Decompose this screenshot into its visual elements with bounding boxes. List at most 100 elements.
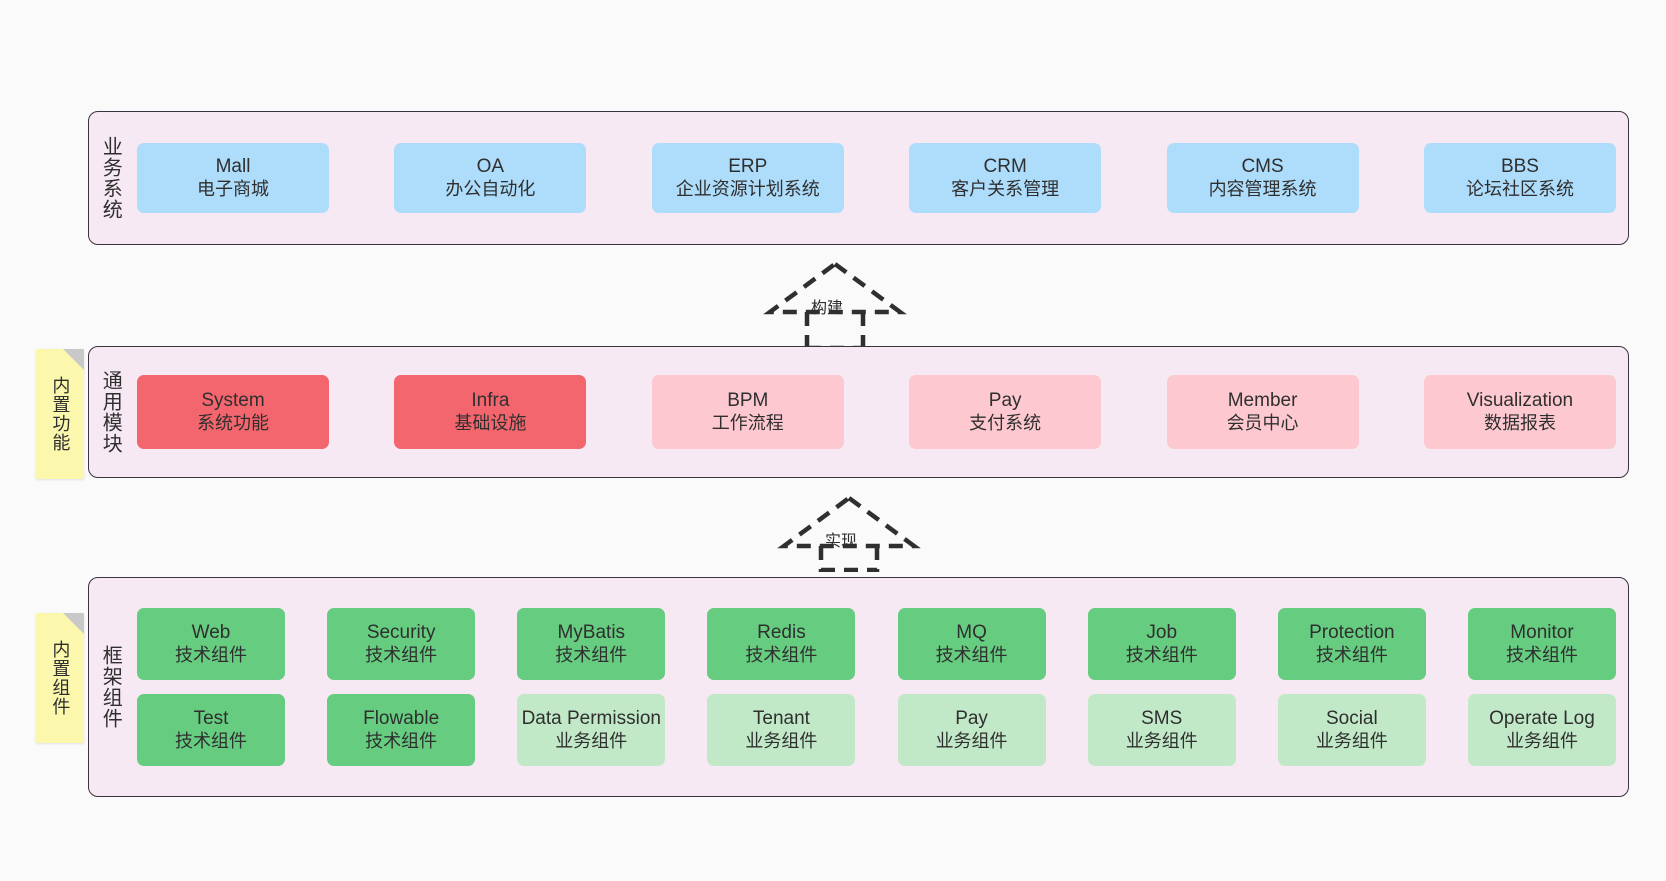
component-protection[interactable]: Protection 技术组件 xyxy=(1277,608,1426,680)
module-member[interactable]: Member 会员中心 xyxy=(1166,375,1359,449)
module-desc: 工作流程 xyxy=(711,412,784,433)
module-cms[interactable]: CMS 内容管理系统 xyxy=(1166,143,1359,213)
component-redis[interactable]: Redis 技术组件 xyxy=(707,608,856,680)
module-row: Mall 电子商城 OA 办公自动化 ERP 企业资源计划系统 CRM 客户关系… xyxy=(137,143,1616,213)
component-flowable[interactable]: Flowable 技术组件 xyxy=(327,694,476,766)
module-desc: 内容管理系统 xyxy=(1208,178,1317,199)
layer-common-module[interactable]: 通用模块 System 系统功能 Infra 基础设施 BPM 工作流程 Pay… xyxy=(88,346,1629,478)
module-desc: 电子商城 xyxy=(197,178,269,199)
module-desc: 会员中心 xyxy=(1226,412,1299,433)
component-job[interactable]: Job 技术组件 xyxy=(1087,608,1236,680)
module-name: Pay xyxy=(988,389,1022,411)
layer-title-business-system: 业务系统 xyxy=(99,136,122,220)
component-name: Tenant xyxy=(752,707,810,729)
module-desc: 数据报表 xyxy=(1483,412,1556,433)
component-social[interactable]: Social 业务组件 xyxy=(1277,694,1426,766)
module-desc: 系统功能 xyxy=(197,412,269,433)
layer-framework-component[interactable]: 框架组件 Web 技术组件 Security 技术组件 MyBatis 技术组件… xyxy=(88,577,1629,797)
component-desc: 技术组件 xyxy=(1505,644,1578,665)
component-desc: 技术组件 xyxy=(745,644,818,665)
module-desc: 客户关系管理 xyxy=(951,178,1060,199)
component-name: Data Permission xyxy=(521,707,661,729)
component-desc: 技术组件 xyxy=(555,644,628,665)
sticky-note-label: 内置组件 xyxy=(50,640,71,716)
component-desc: 技术组件 xyxy=(175,730,247,751)
module-visualization[interactable]: Visualization 数据报表 xyxy=(1423,375,1616,449)
layer-title-common-module: 通用模块 xyxy=(99,370,122,454)
module-desc: 企业资源计划系统 xyxy=(675,178,820,199)
module-system[interactable]: System 系统功能 xyxy=(137,375,329,449)
component-mq[interactable]: MQ 技术组件 xyxy=(897,608,1046,680)
layer-body-common-module: System 系统功能 Infra 基础设施 BPM 工作流程 Pay 支付系统… xyxy=(131,347,1628,477)
component-row-technical: Web 技术组件 Security 技术组件 MyBatis 技术组件 Redi… xyxy=(137,608,1616,680)
module-infra[interactable]: Infra 基础设施 xyxy=(394,375,587,449)
component-test[interactable]: Test 技术组件 xyxy=(137,694,285,766)
sticky-fold-corner-icon xyxy=(63,349,84,370)
component-name: Redis xyxy=(757,621,806,643)
component-row-business: Test 技术组件 Flowable 技术组件 Data Permission … xyxy=(137,694,1616,766)
module-bpm[interactable]: BPM 工作流程 xyxy=(651,375,844,449)
sticky-note-builtin-components: 内置组件 xyxy=(36,613,84,743)
component-security[interactable]: Security 技术组件 xyxy=(327,608,476,680)
module-name: Visualization xyxy=(1466,389,1574,411)
component-desc: 技术组件 xyxy=(1125,644,1198,665)
component-web[interactable]: Web 技术组件 xyxy=(137,608,285,680)
module-crm[interactable]: CRM 客户关系管理 xyxy=(909,143,1102,213)
connector-build-label: 构建 xyxy=(811,300,844,317)
layer-business-system[interactable]: 业务系统 Mall 电子商城 OA 办公自动化 ERP 企业资源计划系统 CRM… xyxy=(88,111,1629,245)
component-mybatis[interactable]: MyBatis 技术组件 xyxy=(517,608,666,680)
module-oa[interactable]: OA 办公自动化 xyxy=(394,143,587,213)
component-desc: 技术组件 xyxy=(1315,644,1388,665)
module-name: OA xyxy=(476,155,505,177)
sticky-note-label: 内置功能 xyxy=(50,376,71,452)
layer-title-framework-component: 框架组件 xyxy=(99,645,122,729)
module-desc: 基础设施 xyxy=(454,412,527,433)
component-pay[interactable]: Pay 业务组件 xyxy=(897,694,1046,766)
layer-body-business-system: Mall 电子商城 OA 办公自动化 ERP 企业资源计划系统 CRM 客户关系… xyxy=(131,112,1628,244)
component-sms[interactable]: SMS 业务组件 xyxy=(1087,694,1236,766)
component-desc: 业务组件 xyxy=(1315,730,1388,751)
component-desc: 业务组件 xyxy=(935,730,1008,751)
module-bbs[interactable]: BBS 论坛社区系统 xyxy=(1423,143,1616,213)
module-erp[interactable]: ERP 企业资源计划系统 xyxy=(651,143,844,213)
module-pay[interactable]: Pay 支付系统 xyxy=(909,375,1102,449)
component-desc: 技术组件 xyxy=(365,730,438,751)
module-desc: 论坛社区系统 xyxy=(1465,178,1574,199)
module-name: Infra xyxy=(471,389,510,411)
module-name: System xyxy=(201,389,265,411)
sticky-note-builtin-features: 内置功能 xyxy=(36,349,84,479)
sticky-fold-corner-icon xyxy=(63,613,84,634)
connector-implement xyxy=(764,492,934,573)
module-name: Mall xyxy=(215,155,251,177)
component-desc: 技术组件 xyxy=(935,644,1008,665)
component-tenant[interactable]: Tenant 业务组件 xyxy=(707,694,856,766)
module-name: CRM xyxy=(983,155,1027,177)
module-mall[interactable]: Mall 电子商城 xyxy=(137,143,329,213)
component-operate-log[interactable]: Operate Log 业务组件 xyxy=(1467,694,1616,766)
component-monitor[interactable]: Monitor 技术组件 xyxy=(1467,608,1616,680)
component-name: Protection xyxy=(1309,621,1395,643)
component-name: SMS xyxy=(1141,707,1183,729)
component-name: Test xyxy=(193,707,229,729)
component-desc: 技术组件 xyxy=(175,644,247,665)
component-name: Security xyxy=(366,621,436,643)
component-data-permission[interactable]: Data Permission 业务组件 xyxy=(517,694,666,766)
component-name: Flowable xyxy=(363,707,440,729)
component-name: Operate Log xyxy=(1489,707,1595,729)
component-desc: 业务组件 xyxy=(745,730,818,751)
module-name: Member xyxy=(1227,389,1298,411)
component-desc: 技术组件 xyxy=(365,644,438,665)
module-name: BBS xyxy=(1500,155,1539,177)
component-name: MyBatis xyxy=(557,621,626,643)
component-name: Pay xyxy=(955,707,988,729)
connector-implement-label: 实现 xyxy=(825,533,858,550)
component-desc: 业务组件 xyxy=(1125,730,1198,751)
module-desc: 支付系统 xyxy=(969,412,1042,433)
component-desc: 业务组件 xyxy=(1505,730,1578,751)
module-desc: 办公自动化 xyxy=(445,178,536,199)
module-row: System 系统功能 Infra 基础设施 BPM 工作流程 Pay 支付系统… xyxy=(137,375,1616,449)
component-name: Job xyxy=(1146,621,1178,643)
component-name: Social xyxy=(1325,707,1378,729)
component-name: MQ xyxy=(956,621,987,643)
